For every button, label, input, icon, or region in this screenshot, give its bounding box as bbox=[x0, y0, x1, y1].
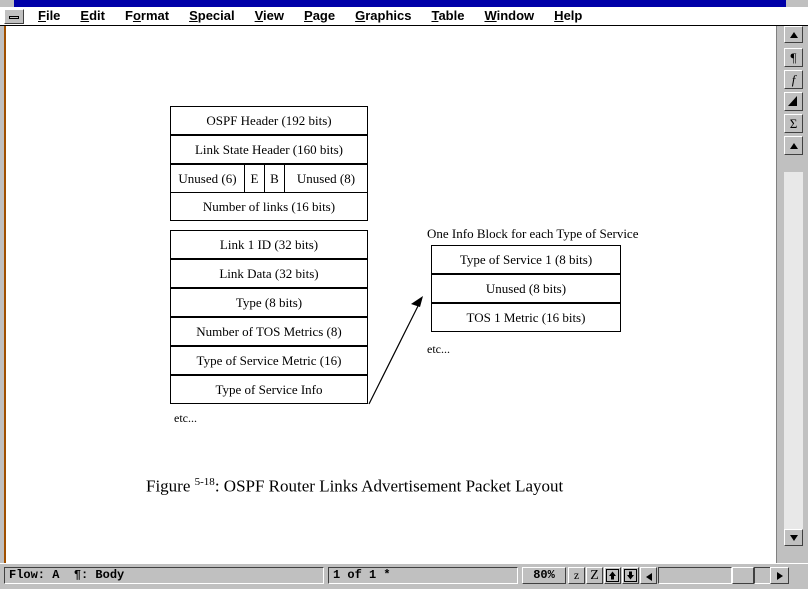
field-box-tos-1-metric: TOS 1 Metric (16 bits) bbox=[431, 303, 621, 332]
menu-item-view[interactable]: View bbox=[254, 8, 285, 23]
arrow-down-icon bbox=[789, 534, 798, 541]
field-box-unused-6: Unused (6) bbox=[170, 164, 245, 193]
scroll-left-button[interactable] bbox=[640, 567, 657, 584]
menu-item-format[interactable]: Format bbox=[124, 8, 170, 23]
flow-label: Flow: A bbox=[9, 568, 60, 582]
field-box-type-of-service-1: Type of Service 1 (8 bits) bbox=[431, 245, 621, 274]
field-box-unused-8: Unused (8) bbox=[284, 164, 368, 193]
next-page-button[interactable] bbox=[622, 567, 639, 584]
field-box-link-data: Link Data (32 bits) bbox=[170, 259, 368, 288]
arrow-right-icon bbox=[776, 571, 783, 580]
zoom-level-field[interactable]: 80% bbox=[522, 567, 566, 584]
field-box-b-flag: B bbox=[264, 164, 285, 193]
field-label: Unused (8) bbox=[296, 170, 356, 186]
system-menu-button[interactable] bbox=[4, 9, 24, 24]
title-bar-right-gap bbox=[786, 0, 808, 7]
field-box-link-state-header: Link State Header (160 bits) bbox=[170, 135, 368, 164]
field-box-type-of-service-info: Type of Service Info bbox=[170, 375, 368, 404]
field-label: OSPF Header (192 bits) bbox=[206, 112, 332, 128]
page-edge-marker bbox=[4, 26, 6, 563]
pilcrow-icon: ¶ bbox=[790, 50, 797, 65]
left-margin-rule bbox=[0, 26, 6, 563]
menu-item-file[interactable]: File bbox=[38, 8, 61, 23]
menu-item-table[interactable]: Table bbox=[431, 8, 465, 23]
field-label: Number of TOS Metrics (8) bbox=[196, 323, 342, 339]
field-box-type-of-service-metric: Type of Service Metric (16) bbox=[170, 346, 368, 375]
field-label: E bbox=[250, 170, 259, 186]
angle-icon bbox=[788, 96, 797, 106]
scroll-right-button[interactable] bbox=[770, 567, 789, 584]
field-label: Link State Header (160 bits) bbox=[194, 141, 343, 157]
angle-button[interactable] bbox=[784, 92, 803, 111]
field-box-number-of-tos-metrics: Number of TOS Metrics (8) bbox=[170, 317, 368, 346]
field-label: Unused (8 bits) bbox=[485, 280, 567, 296]
status-bar: Flow: A ¶: Body 1 of 1 * 80% z Z bbox=[0, 563, 808, 589]
vertical-scrollbar-track[interactable] bbox=[784, 172, 803, 546]
document-client-area: OSPF Header (192 bits) Link State Header… bbox=[0, 26, 776, 563]
field-label: Type of Service Metric (16) bbox=[196, 352, 342, 368]
pilcrow-button[interactable]: ¶ bbox=[784, 48, 803, 67]
equation-button[interactable]: Σ bbox=[784, 114, 803, 133]
etc-label-link-block: etc... bbox=[174, 411, 197, 425]
document-page[interactable]: OSPF Header (192 bits) Link State Header… bbox=[6, 26, 776, 563]
sigma-icon: Σ bbox=[789, 116, 798, 131]
arrow-connector-icon bbox=[368, 296, 423, 405]
menu-item-graphics[interactable]: Graphics bbox=[355, 8, 412, 23]
horizontal-scrollbar-thumb[interactable] bbox=[732, 567, 754, 584]
page-down-icon bbox=[624, 569, 637, 582]
field-label: Number of links (16 bits) bbox=[202, 198, 336, 214]
zoom-in-button[interactable]: Z bbox=[586, 567, 603, 584]
previous-view-button[interactable] bbox=[784, 136, 803, 155]
title-bar bbox=[0, 0, 808, 7]
field-box-tos-unused: Unused (8 bits) bbox=[431, 274, 621, 303]
field-box-ospf-header: OSPF Header (192 bits) bbox=[170, 106, 368, 135]
page-up-icon bbox=[606, 569, 619, 582]
scroll-up-button[interactable] bbox=[784, 26, 803, 43]
field-label: Type of Service Info bbox=[215, 381, 323, 397]
tos-block-caption: One Info Block for each Type of Service bbox=[427, 226, 639, 241]
field-label: Link Data (32 bits) bbox=[219, 265, 319, 281]
field-label: Link 1 ID (32 bits) bbox=[219, 236, 319, 252]
italic-f-icon: f bbox=[791, 72, 796, 87]
etc-label-tos-block: etc... bbox=[427, 342, 450, 356]
title-bar-left-gap bbox=[0, 0, 14, 7]
field-label: B bbox=[270, 170, 279, 186]
field-label: TOS 1 Metric (16 bits) bbox=[466, 309, 586, 325]
paragraph-label: ¶: Body bbox=[73, 568, 125, 582]
page-indicator-label: 1 of 1 * bbox=[333, 568, 391, 582]
menu-item-window[interactable]: Window bbox=[484, 8, 535, 23]
menu-item-special[interactable]: Special bbox=[189, 8, 235, 23]
flow-status-field: Flow: A ¶: Body bbox=[4, 567, 324, 584]
zoom-level-label: 80% bbox=[533, 568, 555, 582]
field-box-number-of-links: Number of links (16 bits) bbox=[170, 192, 368, 221]
field-label: Type of Service 1 (8 bits) bbox=[459, 251, 593, 267]
figure-caption-number: 5-18 bbox=[194, 476, 215, 488]
figure-caption: Figure 5-18: OSPF Router Links Advertise… bbox=[146, 476, 563, 497]
horizontal-scrollbar-track-left[interactable] bbox=[658, 567, 732, 584]
vertical-toolbar: ¶ f Σ bbox=[776, 26, 808, 563]
minimize-icon bbox=[9, 16, 19, 19]
zoom-out-button[interactable]: z bbox=[568, 567, 585, 584]
menu-item-list: File Edit Format Special View Page Graph… bbox=[28, 7, 592, 25]
field-box-link-1-id: Link 1 ID (32 bits) bbox=[170, 230, 368, 259]
menu-item-page[interactable]: Page bbox=[304, 8, 336, 23]
field-box-type: Type (8 bits) bbox=[170, 288, 368, 317]
figure-caption-prefix: Figure bbox=[146, 476, 191, 496]
small-z-icon: z bbox=[573, 568, 580, 582]
previous-page-button[interactable] bbox=[604, 567, 621, 584]
field-box-e-flag: E bbox=[244, 164, 265, 193]
page-indicator-field: 1 of 1 * bbox=[328, 567, 518, 584]
figure-caption-text: : OSPF Router Links Advertisement Packet… bbox=[214, 476, 564, 496]
scroll-down-button[interactable] bbox=[784, 529, 803, 546]
menu-item-edit[interactable]: Edit bbox=[80, 8, 105, 23]
menu-bar: File Edit Format Special View Page Graph… bbox=[0, 7, 808, 26]
menu-item-help[interactable]: Help bbox=[554, 8, 583, 23]
arrow-up-icon bbox=[789, 142, 798, 149]
arrow-up-icon bbox=[789, 31, 798, 38]
arrow-left-icon bbox=[645, 573, 652, 581]
character-format-button[interactable]: f bbox=[784, 70, 803, 89]
large-z-icon: Z bbox=[590, 568, 599, 583]
field-label: Unused (6) bbox=[178, 170, 237, 186]
field-label: Type (8 bits) bbox=[235, 294, 303, 310]
